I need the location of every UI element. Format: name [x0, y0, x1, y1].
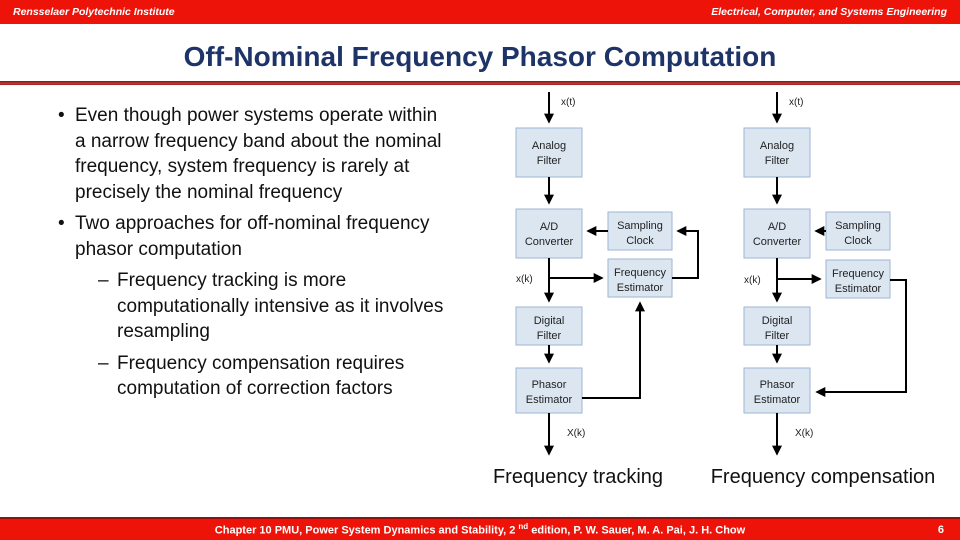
compensation-caption: Frequency compensation	[710, 466, 936, 488]
frequency-compensation-diagram: x(t) Analog Filter A/D Converter Samplin…	[743, 92, 907, 456]
sampled-signal-label: x(k)	[744, 275, 761, 286]
svg-text:Clock: Clock	[844, 235, 872, 247]
svg-text:Phasor: Phasor	[532, 379, 567, 391]
footer-bar: Chapter 10 PMU, Power System Dynamics an…	[0, 517, 960, 540]
slide-title: Off-Nominal Frequency Phasor Computation	[183, 41, 777, 72]
svg-text:Filter: Filter	[537, 155, 562, 167]
input-signal-label: x(t)	[789, 97, 803, 108]
svg-text:Filter: Filter	[765, 330, 790, 342]
feedback-to-clock-arrow	[672, 226, 699, 279]
top-banner: Rensselaer Polytechnic Institute Electri…	[0, 0, 960, 24]
department-name: Electrical, Computer, and Systems Engine…	[711, 6, 947, 18]
sub-bullet-text: Frequency tracking is more computational…	[117, 270, 444, 342]
sampling-clock-box: Sampling Clock	[607, 211, 673, 251]
analog-filter-box: Analog Filter	[515, 127, 583, 178]
svg-text:Phasor: Phasor	[760, 379, 795, 391]
digital-filter-box: Digital Filter	[515, 306, 583, 346]
svg-text:Sampling: Sampling	[617, 220, 663, 232]
svg-text:Analog: Analog	[532, 140, 566, 152]
svg-text:Estimator: Estimator	[617, 282, 664, 294]
dash-marker: –	[98, 352, 109, 374]
svg-text:Frequency: Frequency	[614, 267, 666, 279]
svg-text:Estimator: Estimator	[526, 394, 573, 406]
bullet-item: • Two approaches for off-nominal frequen…	[58, 211, 450, 262]
citation-superscript: nd	[518, 522, 529, 532]
sub-bullet-text: Frequency compensation requires computat…	[117, 352, 405, 400]
svg-text:Estimator: Estimator	[754, 394, 801, 406]
ad-converter-box: A/D Converter	[743, 208, 811, 259]
svg-text:Filter: Filter	[765, 155, 790, 167]
svg-text:Analog: Analog	[760, 140, 794, 152]
ad-converter-box: A/D Converter	[515, 208, 583, 259]
svg-text:Digital: Digital	[534, 315, 565, 327]
svg-text:Clock: Clock	[626, 235, 654, 247]
citation-prefix: Chapter 10 PMU, Power System Dynamics an…	[214, 524, 516, 537]
bullet-marker: •	[58, 105, 65, 126]
footer-citation: Chapter 10 PMU, Power System Dynamics an…	[0, 522, 960, 537]
svg-text:Converter: Converter	[753, 236, 802, 248]
svg-text:Digital: Digital	[762, 315, 793, 327]
sub-bullet-item: – Frequency tracking is more computation…	[98, 268, 450, 345]
title-divider	[0, 81, 960, 85]
svg-text:Frequency: Frequency	[832, 268, 884, 280]
analog-filter-box: Analog Filter	[743, 127, 811, 178]
tracking-caption: Frequency tracking	[492, 466, 664, 488]
svg-text:A/D: A/D	[768, 221, 786, 233]
output-signal-label: X(k)	[795, 428, 813, 439]
citation-suffix: edition, P. W. Sauer, M. A. Pai, J. H. C…	[528, 524, 746, 537]
svg-text:Sampling: Sampling	[835, 220, 881, 232]
svg-text:A/D: A/D	[540, 221, 558, 233]
estimator-to-phasor-arrow	[815, 279, 907, 397]
svg-text:Estimator: Estimator	[835, 283, 882, 295]
svg-text:Filter: Filter	[537, 330, 562, 342]
bullet-text: Two approaches for off-nominal frequency…	[75, 213, 430, 260]
frequency-estimator-box: Frequency Estimator	[607, 258, 673, 298]
bullet-item: • Even though power systems operate with…	[58, 103, 450, 205]
input-signal-label: x(t)	[561, 97, 575, 108]
output-signal-label: X(k)	[567, 428, 585, 439]
phasor-estimator-box: Phasor Estimator	[743, 367, 811, 414]
bullet-text: Even though power systems operate within…	[75, 105, 442, 203]
dash-marker: –	[98, 270, 109, 291]
frequency-tracking-diagram: x(t) Analog Filter A/D Converter Samplin…	[515, 92, 699, 456]
institution-name: Rensselaer Polytechnic Institute	[13, 6, 175, 18]
page-number: 6	[937, 523, 944, 536]
svg-text:Converter: Converter	[525, 236, 574, 248]
sampling-clock-box: Sampling Clock	[825, 211, 891, 251]
sub-bullet-item: – Frequency compensation requires comput…	[98, 351, 450, 402]
bullet-list: • Even though power systems operate with…	[58, 103, 450, 402]
phasor-to-estimator-arrow	[582, 301, 645, 399]
frequency-estimator-box: Frequency Estimator	[825, 259, 891, 299]
bullet-marker: •	[58, 213, 65, 234]
phasor-estimator-box: Phasor Estimator	[515, 367, 583, 414]
sampled-signal-label: x(k)	[516, 274, 533, 285]
digital-filter-box: Digital Filter	[743, 306, 811, 346]
